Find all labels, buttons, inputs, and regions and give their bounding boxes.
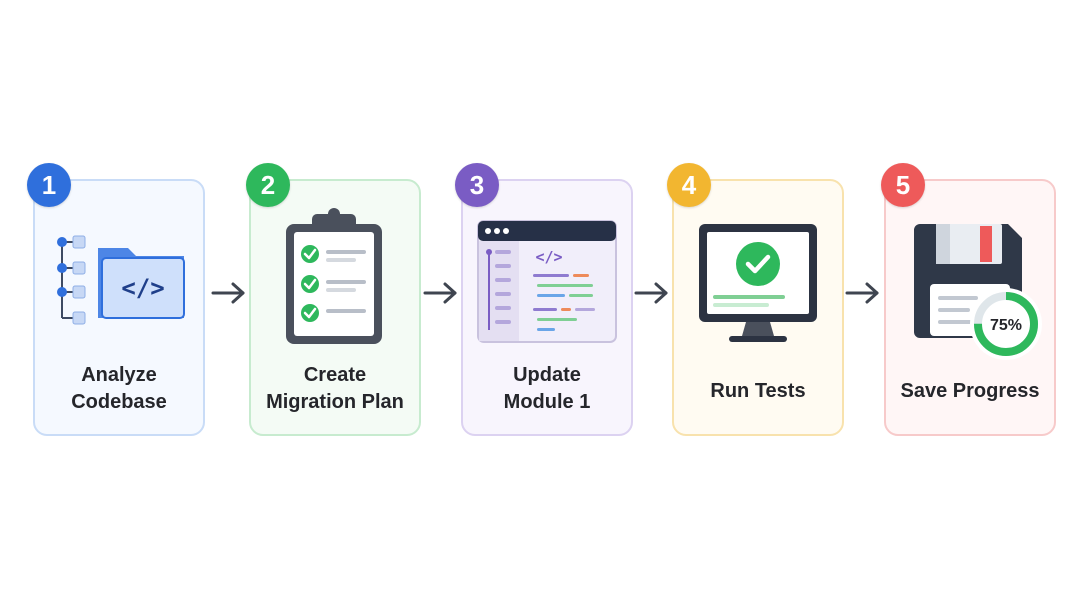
right-arrow-icon xyxy=(634,282,668,304)
step-label: Run Tests xyxy=(710,380,806,402)
step-label: Analyze Codebase xyxy=(71,364,167,413)
right-arrow-icon xyxy=(211,282,245,304)
step-number-badge: 5 xyxy=(881,163,925,207)
step-label: Update Module 1 xyxy=(503,364,591,413)
monitor-check-icon xyxy=(699,224,817,342)
right-arrow-icon xyxy=(423,282,457,304)
progress-percent: 75% xyxy=(990,317,1022,334)
svg-text:</>: </> xyxy=(535,248,562,266)
right-arrow-icon xyxy=(845,282,879,304)
step-number-badge: 1 xyxy=(27,163,71,207)
codebase-folder-icon: </> xyxy=(57,235,185,325)
svg-text:</>: </> xyxy=(121,274,164,302)
step-label: Save Progress xyxy=(900,380,1040,402)
step-label: Create Migration Plan xyxy=(266,364,404,413)
code-editor-icon: </> xyxy=(477,220,617,343)
checklist-clipboard-icon xyxy=(286,208,382,344)
progress-ring-icon: 75% xyxy=(970,288,1042,360)
step-number-badge: 3 xyxy=(455,163,499,207)
step-number-badge: 4 xyxy=(667,163,711,207)
step-number-badge: 2 xyxy=(246,163,290,207)
